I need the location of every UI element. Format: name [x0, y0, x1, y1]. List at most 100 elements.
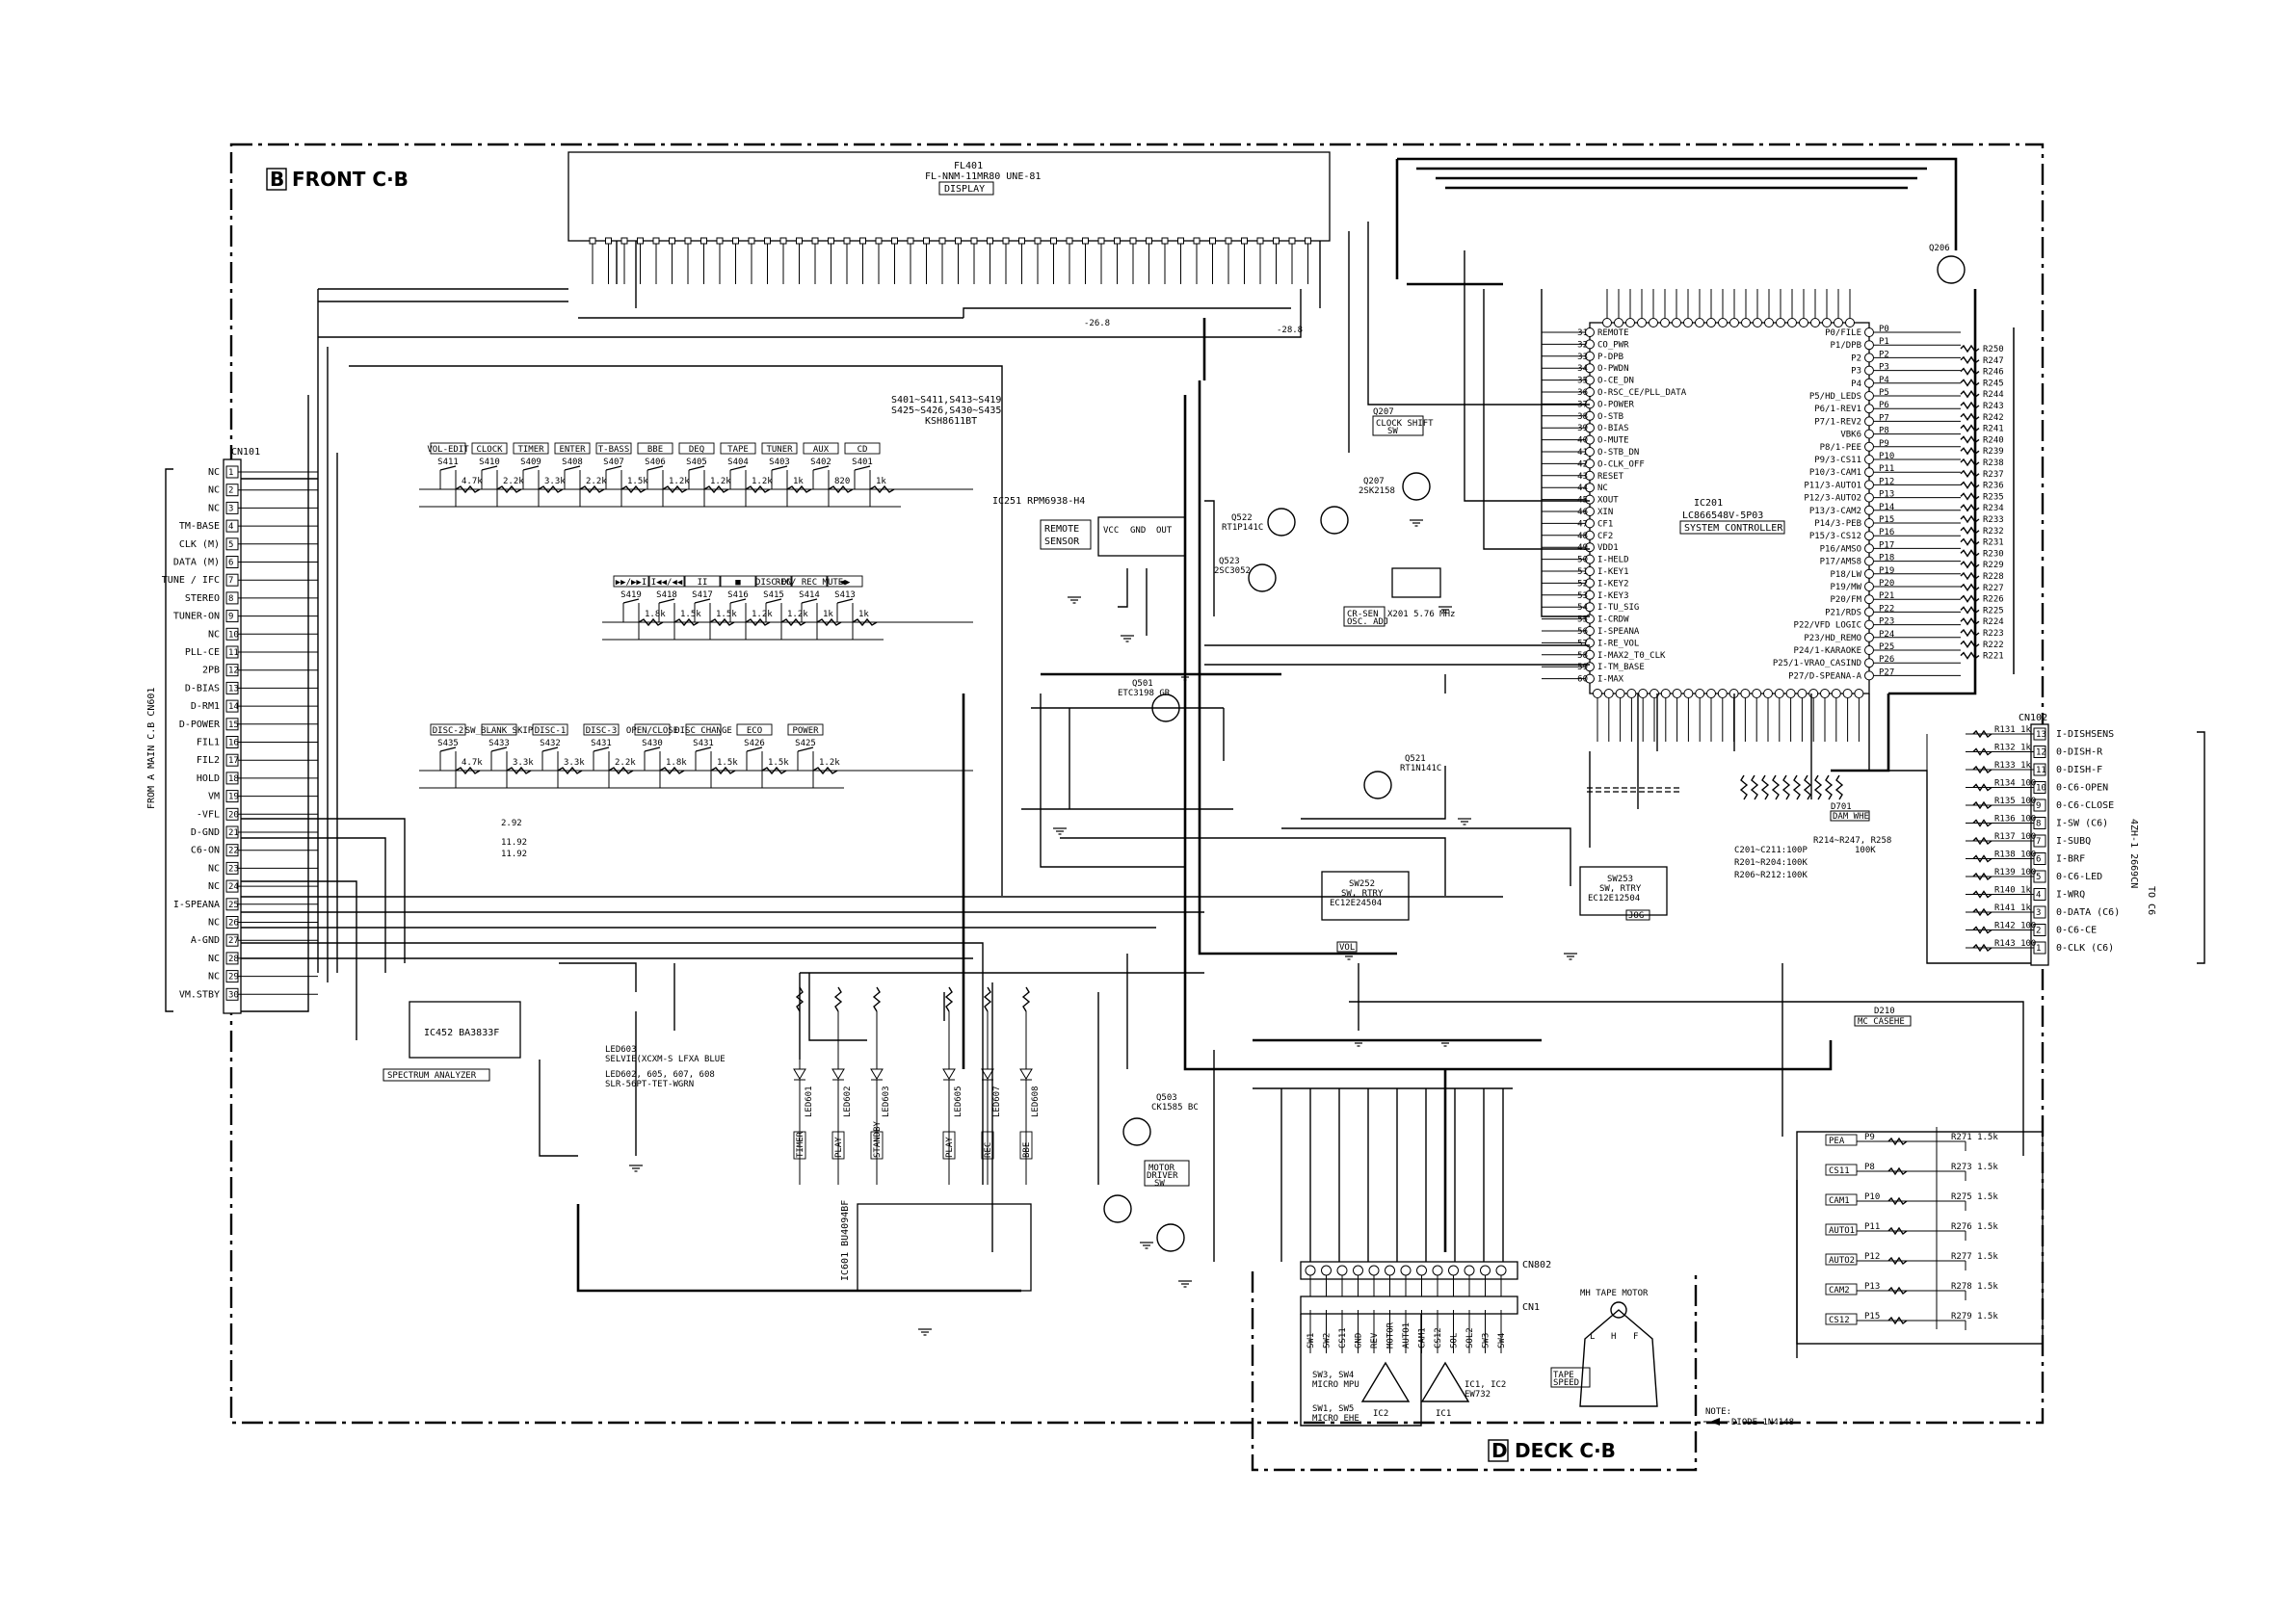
switch-resistor: 2.2k: [503, 477, 524, 486]
cn101-pin-number: 28: [228, 955, 239, 964]
ic251-remote-sensor: [1097, 516, 1186, 557]
ic201-left-pin-label: I-KEY3: [1597, 591, 1629, 601]
svg-text:MH TAPE MOTOR: MH TAPE MOTOR: [1580, 1289, 1649, 1298]
switch-ref: S433: [488, 739, 510, 748]
switch-resistor: 1.2k: [819, 758, 840, 768]
switch-resistor: 1.8k: [666, 758, 687, 768]
switch-ref: S406: [645, 458, 666, 467]
switch-ref: S431: [693, 739, 714, 748]
q501-label: Q501: [1132, 679, 1153, 689]
svg-text:TAPE: TAPE: [1553, 1371, 1574, 1380]
svg-text:9: 9: [2036, 801, 2041, 811]
ic201-left-pin-label: XOUT: [1597, 496, 1619, 506]
switch-resistor: 1.5k: [680, 610, 701, 619]
fl-pin: [811, 237, 819, 245]
cn101-pin-label: VM.STBY: [179, 989, 220, 1000]
fl-pin: [828, 237, 834, 245]
ic201-right-port: P16: [1879, 528, 1894, 537]
q206-transistor: [1937, 255, 1966, 284]
svg-text:59: 59: [1577, 663, 1588, 672]
q522-label: Q522: [1231, 513, 1253, 523]
cn101-pin-number: 5: [228, 540, 233, 550]
switch-resistor: 2.2k: [586, 477, 607, 486]
ladder-resistor: R245: [1983, 379, 2004, 388]
deck-port: P11: [1864, 1222, 1880, 1232]
voltage-2: 11.92: [501, 838, 527, 848]
svg-text:7: 7: [2036, 837, 2041, 847]
ladder-resistor: R239: [1983, 447, 2004, 457]
deck-board-letter-box: [1488, 1439, 1509, 1462]
switch-name: DEQ: [689, 445, 704, 455]
switch-ref: S435: [437, 739, 459, 748]
switch-name: DISC-2: [433, 726, 464, 736]
cn102-pin-label: I-SUBQ: [2056, 836, 2091, 847]
fl-pin: [700, 237, 707, 245]
svg-text:DRIVER: DRIVER: [1147, 1171, 1178, 1181]
svg-text:39: 39: [1577, 424, 1588, 433]
ic201-right-pin-label: P10/3-CAM1: [1809, 468, 1861, 478]
cn101-pin-label: TUNE / IFC: [162, 575, 220, 586]
svg-text:MOTOR: MOTOR: [1148, 1164, 1175, 1173]
note-text: DIODE 1N4148: [1731, 1418, 1794, 1427]
svg-text:IC1: IC1: [1436, 1409, 1451, 1419]
ic201-right-port: P27: [1879, 668, 1894, 677]
switch-name: T-BASS: [598, 445, 630, 455]
ic201-right-port: P15: [1879, 515, 1894, 525]
switch-ref: S417: [692, 590, 713, 600]
svg-text:36: 36: [1577, 388, 1588, 398]
fl-pin: [1018, 237, 1025, 245]
ic201-right-pin-label: P7/1-REV2: [1814, 417, 1861, 427]
cn102-resistor: R141 1k: [1994, 903, 2032, 913]
svg-text:47: 47: [1577, 519, 1588, 529]
ladder-resistor: R225: [1983, 606, 2004, 615]
deck-board-letter: D: [1491, 1439, 1508, 1462]
switch-resistor: 1.2k: [752, 610, 773, 619]
ic201-right-port: P20: [1879, 579, 1894, 589]
cn102-resistor: R139 100: [1994, 868, 2036, 877]
ladder-resistor: R227: [1983, 584, 2004, 593]
deck-resistor: R273 1.5k: [1951, 1163, 1998, 1172]
deck-connector-label: CS12: [1434, 1327, 1443, 1348]
ic201-right-pin-label: P27/D-SPEANA-A: [1788, 671, 1861, 681]
ic201-right-port: P23: [1879, 617, 1894, 627]
ladder-resistor: R226: [1983, 595, 2004, 605]
switch-resistor: 1.2k: [752, 477, 773, 486]
switch-name: DISC-3: [586, 726, 618, 736]
switch-row-3: DISC-2S4354.7kSW_BLANK_SKIPS4333.3kDISC-…: [419, 723, 973, 789]
deck-port: P12: [1864, 1252, 1880, 1262]
ic201-right-pin-label: P18/LW: [1830, 570, 1861, 580]
cn101-pin-label: -VFL: [197, 809, 220, 820]
svg-text:51: 51: [1577, 567, 1588, 577]
fl-pin: [1273, 237, 1280, 245]
cn101-pin-label: D-RM1: [191, 701, 220, 712]
front-board-letter-box: [266, 168, 287, 191]
fl-pin: [1209, 237, 1216, 245]
led-tag: BBE: [1022, 1142, 1032, 1158]
svg-text:SW252: SW252: [1349, 879, 1375, 889]
switch-ref: S409: [520, 458, 541, 467]
svg-text:42: 42: [1577, 459, 1588, 469]
deck-resistor: R278 1.5k: [1951, 1282, 1998, 1292]
switch-resistor: 3.3k: [513, 758, 534, 768]
fl-pin: [843, 237, 851, 245]
svg-text:R214~R247, R258: R214~R247, R258: [1813, 836, 1891, 846]
switch-name: DISC CHANGE: [674, 726, 732, 736]
deck-connector-label: REV: [1370, 1332, 1380, 1348]
fl-pin: [1066, 237, 1073, 245]
svg-text:13: 13: [2036, 730, 2046, 740]
ic201-right-port: P2: [1879, 350, 1889, 359]
ic201-right-port: P11: [1879, 464, 1894, 474]
switch-resistor: 3.3k: [564, 758, 585, 768]
switch-resistor: 1.5k: [627, 477, 648, 486]
switch-ref: S430: [642, 739, 663, 748]
svg-text:MICRO MPU: MICRO MPU: [1312, 1380, 1359, 1390]
ladder-resistor: R242: [1983, 413, 2004, 423]
switch-ref: S402: [810, 458, 831, 467]
ic201-right-pin-label: P4: [1851, 380, 1861, 389]
ic201-right-pin-label: P24/1-KARAOKE: [1794, 646, 1861, 656]
fl-pin: [637, 237, 644, 245]
ic201-right-pin-label: P1/DPB: [1830, 341, 1861, 351]
fl-pin: [1129, 237, 1137, 245]
